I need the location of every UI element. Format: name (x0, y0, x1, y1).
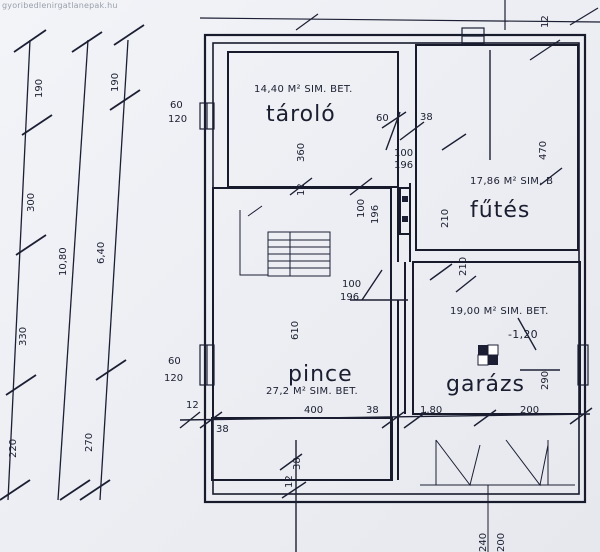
watermark: gyoribedlenirgatlanepak.hu (2, 1, 118, 10)
dimension-ticks (179, 50, 593, 552)
dim-row-400: 400 (304, 405, 324, 416)
futes-area: 17,86 M² SIM. B (470, 176, 554, 187)
staircase (239, 205, 331, 277)
window-lower-120: 120 (164, 373, 184, 384)
pince-label: pince (288, 362, 353, 387)
dim-100a: 100 (394, 148, 414, 159)
dim-row-180: 1,80 (420, 405, 443, 416)
tarolo-label: tároló (266, 102, 336, 127)
dim-330: 330 (18, 326, 29, 346)
dim-610: 610 (290, 320, 301, 340)
dim-240: 240 (478, 532, 489, 552)
garazs-area: 19,00 M² SIM. BET. (450, 306, 549, 317)
left-dimension-lines (0, 24, 145, 501)
futes-label: fűtés (470, 198, 531, 223)
dim-12a: 12 (296, 183, 307, 196)
garazs-label: garázs (446, 372, 525, 397)
dim-row-200: 200 (520, 405, 540, 416)
dim-196c: 196 (340, 292, 360, 303)
dim-300: 300 (26, 192, 37, 212)
level-marker (477, 344, 499, 366)
dim-6-40: 6,40 (96, 241, 107, 264)
dim-360: 360 (296, 142, 307, 162)
dim-row-38b: 38 (366, 405, 379, 416)
dim-row-12: 12 (186, 400, 199, 411)
pince-area: 27,2 M² SIM. BET. (266, 386, 358, 397)
dim-290: 290 (540, 370, 551, 390)
dim-200-bottom: 200 (496, 532, 507, 552)
dim-210: 210 (440, 208, 451, 228)
dim-190-a: 190 (34, 78, 45, 98)
window-lower-60: 60 (168, 356, 181, 367)
outer-walls (203, 33, 587, 504)
dim-row-38a: 38 (216, 424, 229, 435)
window-upper-60: 60 (170, 100, 183, 111)
dim-220: 220 (8, 438, 19, 458)
dim-38a: 38 (420, 112, 433, 123)
dim-12-bottom: 12 (284, 475, 295, 488)
garage-door (420, 439, 575, 552)
windows (199, 27, 589, 386)
dim-190-b: 190 (110, 72, 121, 92)
window-upper-120: 120 (168, 114, 188, 125)
dim-12-top: 12 (540, 15, 551, 28)
dim-270: 270 (84, 432, 95, 452)
tarolo-area: 14,40 M² SIM. BET. (254, 84, 353, 95)
dim-20: 210 (458, 256, 469, 276)
dim-470: 470 (538, 140, 549, 160)
garazs-level: -1,20 (508, 328, 538, 341)
dim-100b: 100 (356, 198, 367, 218)
dim-38-bottom: 38 (292, 457, 303, 470)
dim-100c: 100 (342, 279, 362, 290)
dim-10-80: 10,80 (58, 247, 69, 276)
dim-196a: 196 (394, 160, 414, 171)
dim-196b: 196 (370, 204, 381, 224)
sockets (402, 196, 408, 222)
dim-60-top: 60 (376, 113, 389, 124)
